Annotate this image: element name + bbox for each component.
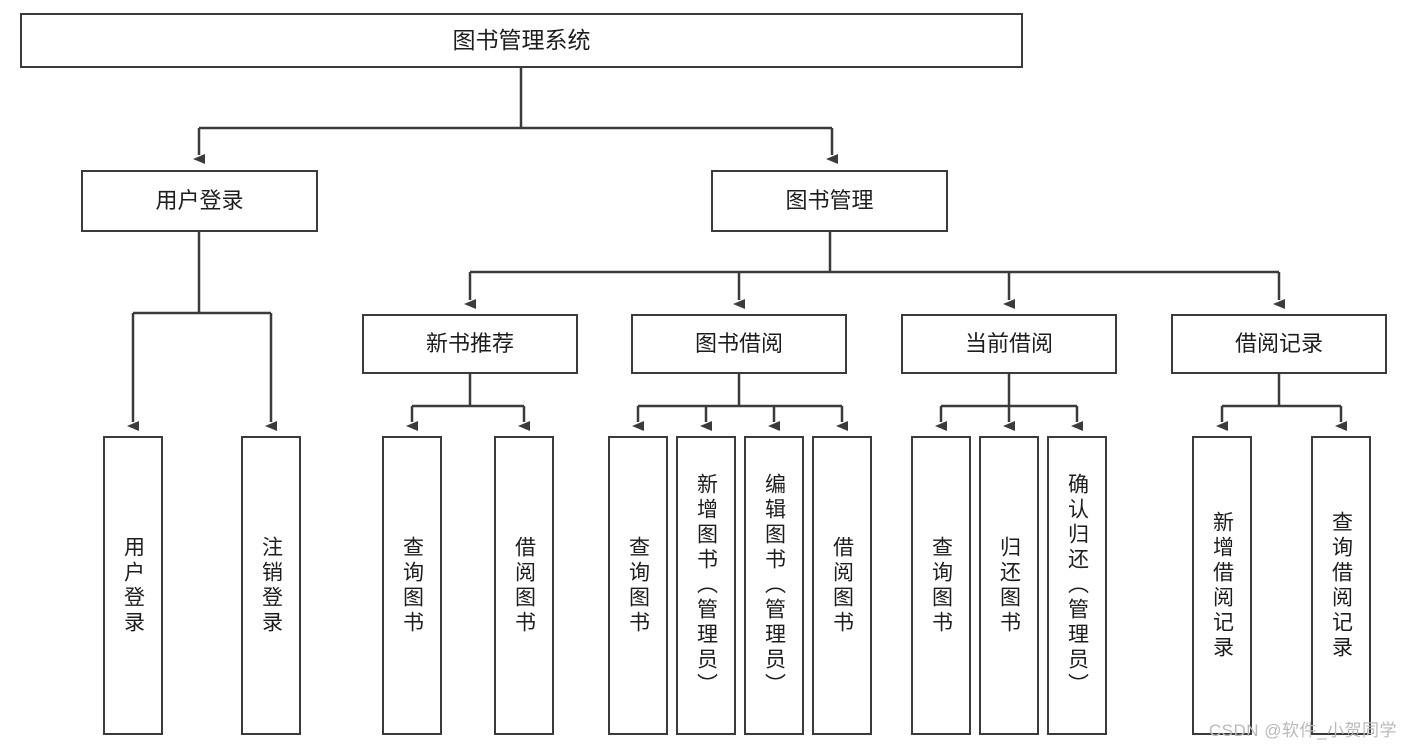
node-label: 新增借阅记录 [1210, 510, 1234, 661]
leaf-return-book[interactable]: 归还图书 [979, 436, 1039, 735]
node-label: 查询借阅记录 [1329, 510, 1353, 661]
node-book-borrow[interactable]: 图书借阅 [631, 314, 847, 374]
csdn-watermark: CSDN @软件_小贺同学 [1208, 721, 1397, 740]
node-label: 图书借阅 [694, 330, 783, 356]
node-label: 查询图书 [929, 535, 953, 636]
leaf-add-book-admin[interactable]: 新增图书（管理员） [676, 436, 736, 735]
leaf-borrow-book-new-book[interactable]: 借阅图书 [494, 436, 554, 735]
node-label: 注销登录 [259, 535, 283, 636]
leaf-user-login[interactable]: 用户登录 [103, 436, 163, 735]
node-label: 借阅图书 [830, 535, 854, 636]
node-label: 当前借阅 [964, 330, 1053, 356]
node-label: 查询图书 [626, 535, 650, 636]
leaf-query-book-current[interactable]: 查询图书 [911, 436, 971, 735]
node-label: 用户登录 [155, 187, 244, 213]
node-root-book-management-system[interactable]: 图书管理系统 [20, 13, 1023, 68]
leaf-borrow-book-borrow[interactable]: 借阅图书 [812, 436, 872, 735]
node-label: 图书管理 [785, 187, 874, 213]
node-book-management[interactable]: 图书管理 [711, 170, 948, 232]
leaf-query-book-new-book[interactable]: 查询图书 [382, 436, 442, 735]
node-label: 新书推荐 [425, 330, 514, 356]
leaf-edit-book-admin[interactable]: 编辑图书（管理员） [744, 436, 804, 735]
leaf-query-borrow-record[interactable]: 查询借阅记录 [1311, 436, 1371, 735]
leaf-add-borrow-record[interactable]: 新增借阅记录 [1192, 436, 1252, 735]
node-new-book-recommend[interactable]: 新书推荐 [362, 314, 578, 374]
node-label: 归还图书 [997, 535, 1021, 636]
node-label: 用户登录 [121, 535, 145, 636]
node-label: 借阅记录 [1234, 330, 1323, 356]
node-label: 新增图书（管理员） [694, 473, 718, 698]
node-label: 确认归还（管理员） [1065, 473, 1089, 698]
node-label: 图书管理系统 [452, 26, 591, 53]
leaf-confirm-return-admin[interactable]: 确认归还（管理员） [1047, 436, 1107, 735]
node-current-borrow[interactable]: 当前借阅 [901, 314, 1117, 374]
leaf-query-book-borrow[interactable]: 查询图书 [608, 436, 668, 735]
node-label: 借阅图书 [512, 535, 536, 636]
node-label: 查询图书 [400, 535, 424, 636]
node-label: 编辑图书（管理员） [762, 473, 786, 698]
node-borrow-record[interactable]: 借阅记录 [1171, 314, 1387, 374]
leaf-user-logout[interactable]: 注销登录 [241, 436, 301, 735]
node-user-login[interactable]: 用户登录 [81, 170, 318, 232]
